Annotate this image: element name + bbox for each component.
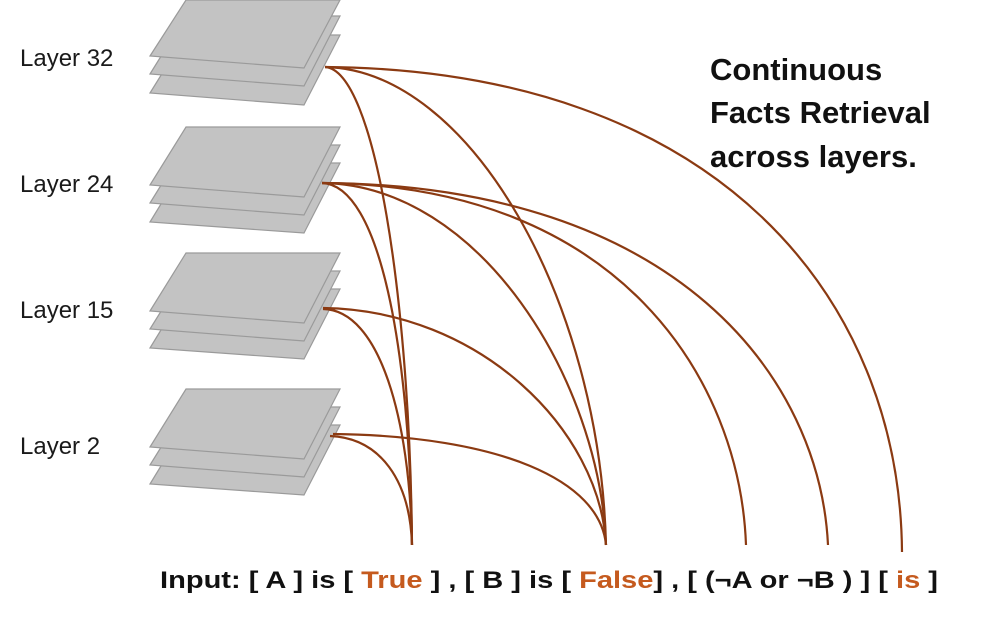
input-sentence: Input: [ A ] is [ True ] , [ B ] is [ Fa… [160, 567, 938, 594]
layer-label-2: Layer 2 [20, 433, 100, 460]
arc-layer24-notb [321, 181, 830, 546]
input-part: ] , [ (¬A or ¬B ) ] [ [653, 567, 896, 594]
arc-layer32-false [324, 65, 608, 546]
input-part: [ A ] is [ [249, 567, 361, 594]
arc-layer24-false [321, 181, 608, 546]
arc-layer24-nota [321, 181, 748, 546]
input-token-is: is [896, 567, 920, 594]
arc-layer32-is [324, 65, 904, 553]
title-line-1: Continuous [710, 52, 882, 87]
input-part: ] , [ B ] is [ [423, 567, 580, 594]
arc-layer15-true [322, 307, 414, 546]
layer-label-32: Layer 32 [20, 45, 113, 72]
arc-layer15-false [322, 306, 608, 546]
layer-plate [148, 126, 341, 198]
retrieval-arcs [321, 65, 904, 553]
layer-plate [148, 0, 341, 69]
layer-stack-2 [148, 388, 341, 496]
layer-stack-15 [148, 252, 341, 360]
title-line-2: Facts Retrieval [710, 95, 931, 130]
arc-layer2-false [332, 432, 608, 546]
layer-plate [148, 388, 341, 460]
arc-layer2-true [329, 434, 414, 546]
input-token-false: False [579, 567, 653, 594]
layer-plate [148, 252, 341, 324]
layer-stack-24 [148, 126, 341, 234]
input-part: ] [920, 567, 938, 594]
input-token-true: True [361, 567, 422, 594]
title-line-3: across layers. [710, 139, 917, 174]
input-prefix: Input: [160, 567, 249, 594]
layer-label-24: Layer 24 [20, 171, 113, 198]
layer-stack-32 [148, 0, 341, 106]
layer-label-15: Layer 15 [20, 297, 113, 324]
arc-layer24-true [321, 181, 414, 546]
arc-layer32-true [324, 65, 414, 546]
